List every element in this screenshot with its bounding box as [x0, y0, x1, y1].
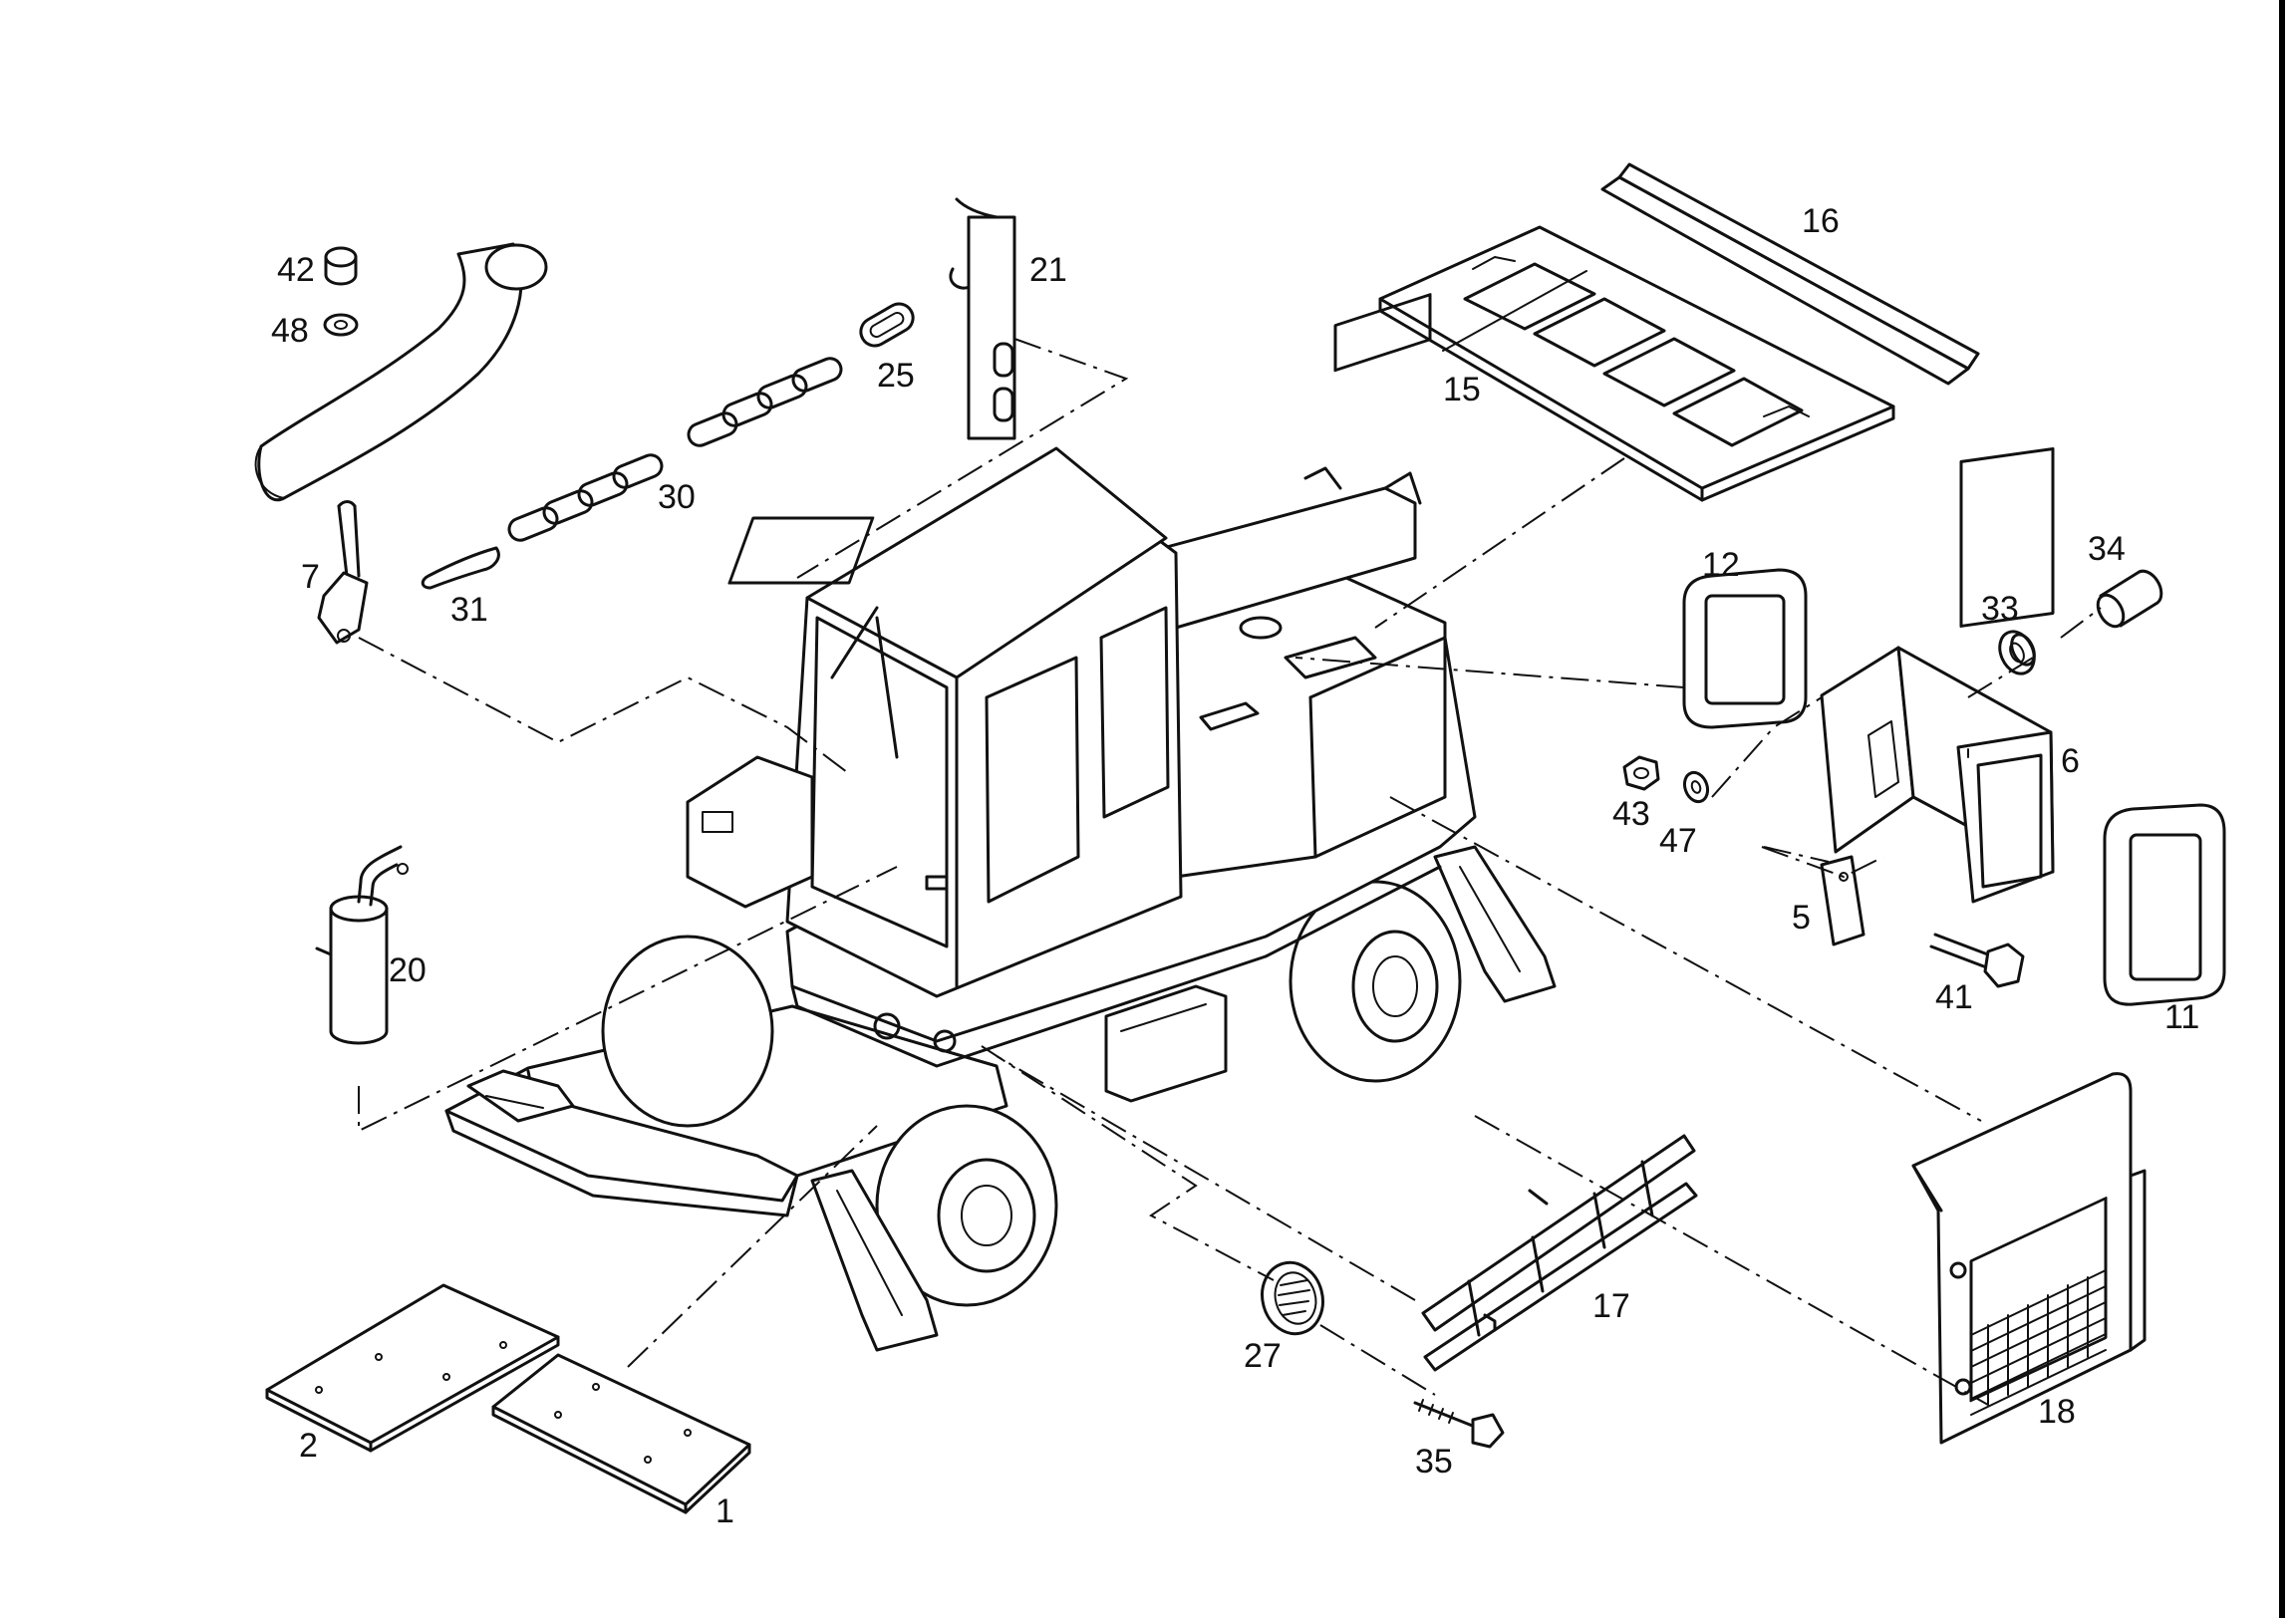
part-17-step-ladder — [1421, 1134, 1698, 1372]
part-15-floor-plate — [1378, 225, 1895, 502]
callout-2: 2 — [299, 1427, 318, 1465]
callout-labels: 42 48 21 25 16 15 30 31 7 12 34 33 6 43 … — [271, 202, 2199, 1530]
part-6-intake-housing — [1820, 446, 2055, 904]
part-12-seal — [1682, 568, 1808, 729]
leader-lines — [358, 338, 2102, 1406]
callout-15: 15 — [1443, 371, 1481, 408]
callout-1: 1 — [716, 1492, 734, 1530]
callout-21: 21 — [1029, 251, 1067, 289]
part-30-chain — [507, 357, 843, 542]
part-7-bolt — [317, 500, 369, 645]
callout-27: 27 — [1244, 1337, 1282, 1375]
callout-6: 6 — [2061, 742, 2080, 780]
callout-17: 17 — [1592, 1287, 1630, 1325]
callout-12: 12 — [1702, 546, 1740, 584]
part-11-seal — [2103, 803, 2226, 1006]
callout-35: 35 — [1415, 1443, 1453, 1481]
part-16-angle-rail — [1600, 162, 1980, 386]
callout-33: 33 — [1981, 590, 2019, 628]
part-31-chain-hook — [421, 546, 500, 590]
exhaust-pipe — [254, 242, 548, 502]
part-21-bracket — [949, 197, 1016, 440]
callout-48: 48 — [271, 312, 309, 350]
callout-30: 30 — [658, 478, 696, 516]
callout-20: 20 — [389, 951, 427, 989]
callout-18: 18 — [2038, 1393, 2076, 1431]
part-18-grille-panel — [1911, 1072, 2147, 1445]
excavator-machine — [444, 293, 1557, 1352]
part-43-nut — [1622, 755, 1660, 791]
callout-47: 47 — [1659, 822, 1697, 860]
callout-7: 7 — [301, 558, 320, 596]
callout-16: 16 — [1802, 202, 1840, 240]
callout-43: 43 — [1612, 795, 1650, 833]
part-41-bolt — [1929, 933, 2025, 988]
part-42-cap — [324, 246, 358, 286]
part-47-washer — [1682, 770, 1710, 804]
callout-25: 25 — [877, 357, 915, 395]
callout-31: 31 — [450, 591, 488, 629]
part-2-plate — [265, 1283, 560, 1453]
part-27-lamp — [1261, 1260, 1324, 1336]
grille-mesh — [1970, 1269, 2107, 1416]
part-33-grommet — [1998, 630, 2036, 675]
part-5-plate — [1820, 855, 1866, 946]
callout-34: 34 — [2088, 530, 2126, 568]
callout-11: 11 — [2164, 998, 2199, 1036]
part-34-bushing — [2096, 569, 2163, 629]
part-20-canister — [315, 845, 409, 1045]
part-48-washer — [323, 313, 359, 337]
callout-41: 41 — [1935, 978, 1973, 1016]
part-35-screw — [1413, 1399, 1505, 1449]
part-1-plate — [491, 1353, 751, 1514]
callout-42: 42 — [277, 251, 315, 289]
callout-5: 5 — [1792, 899, 1811, 937]
part-25-chain-link — [859, 302, 915, 348]
